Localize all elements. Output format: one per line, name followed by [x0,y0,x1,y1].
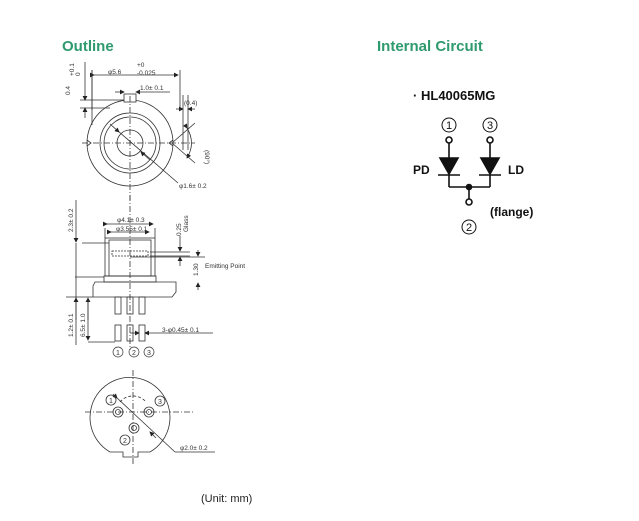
internal-circuit-heading: Internal Circuit [377,38,483,55]
side-pin-2: 2 [132,350,136,357]
cap-diameter-label: φ5.6 [108,69,122,76]
bottom-key [110,451,150,458]
side-view [66,195,213,350]
cap-tol-plus: +0 [137,62,145,69]
stem-flange [92,281,177,298]
lead-3 [138,296,146,315]
bottom-pin-2: 2 [123,438,127,445]
side-pin-3: 3 [147,350,151,357]
lead-diameter-label: 3-φ0.45± 0.1 [162,327,199,334]
chip [111,250,149,257]
lead-length-label: 6.5± 1.0 [80,313,87,337]
circuit-pin-1: 1 [446,120,452,132]
key-depth-tol-minus: 0 [75,72,82,76]
cap-outer-label: φ4.1± 0.3 [117,217,145,224]
circuit-pin-3: 3 [487,120,493,132]
glass-thickness-label: 0.25 [176,223,183,236]
flange-label: (flange) [490,205,533,219]
lead-2 [126,296,134,315]
pd-label: PD [413,163,430,177]
window-diameter-label: φ1.6± 0.2 [179,183,207,190]
lead-1 [114,296,122,315]
key-depth-tol-plus: +0.1 [69,63,76,76]
ld-label: LD [508,163,524,177]
bullet: · [413,88,417,103]
cap-tol-minus: -0.025 [137,70,156,77]
ld-diode-icon [479,157,501,176]
side-pin-numbers [112,346,155,358]
outline-heading: Outline [62,38,114,55]
bottom-view [85,370,215,465]
pin-1-terminal [445,136,453,144]
bottom-flange-outline [89,376,171,453]
emit-height-label: 1.30 [193,263,200,276]
bottom-pin-3: 3 [158,399,162,406]
pin-3-terminal [486,136,494,144]
cap-inner-label: φ3.55± 0.1 [116,226,148,233]
part-number: HL40065MG [421,88,495,103]
pin-circle-label: φ2.0± 0.2 [180,445,208,452]
circuit-diagram [438,117,501,235]
key-depth-label: 0.4 [65,86,72,95]
glass-label: Glass [183,215,190,232]
circuit-pin-2: 2 [466,222,472,234]
unit-note: (Unit: mm) [201,493,253,505]
angle-label: (90°) [203,150,211,164]
pin-2-terminal [465,198,473,206]
bottom-pin-1: 1 [109,398,113,405]
top-view [80,62,196,200]
pd-diode-icon [438,157,460,176]
side-pin-1: 1 [116,350,120,357]
emitting-point-label: Emitting Point [205,263,245,270]
flange-height-label: 1.2± 0.1 [68,313,75,337]
total-height-label: 2.3± 0.2 [68,208,75,232]
key-width-label: 1.0± 0.1 [140,85,164,92]
offset-label: (0.4) [184,100,197,107]
